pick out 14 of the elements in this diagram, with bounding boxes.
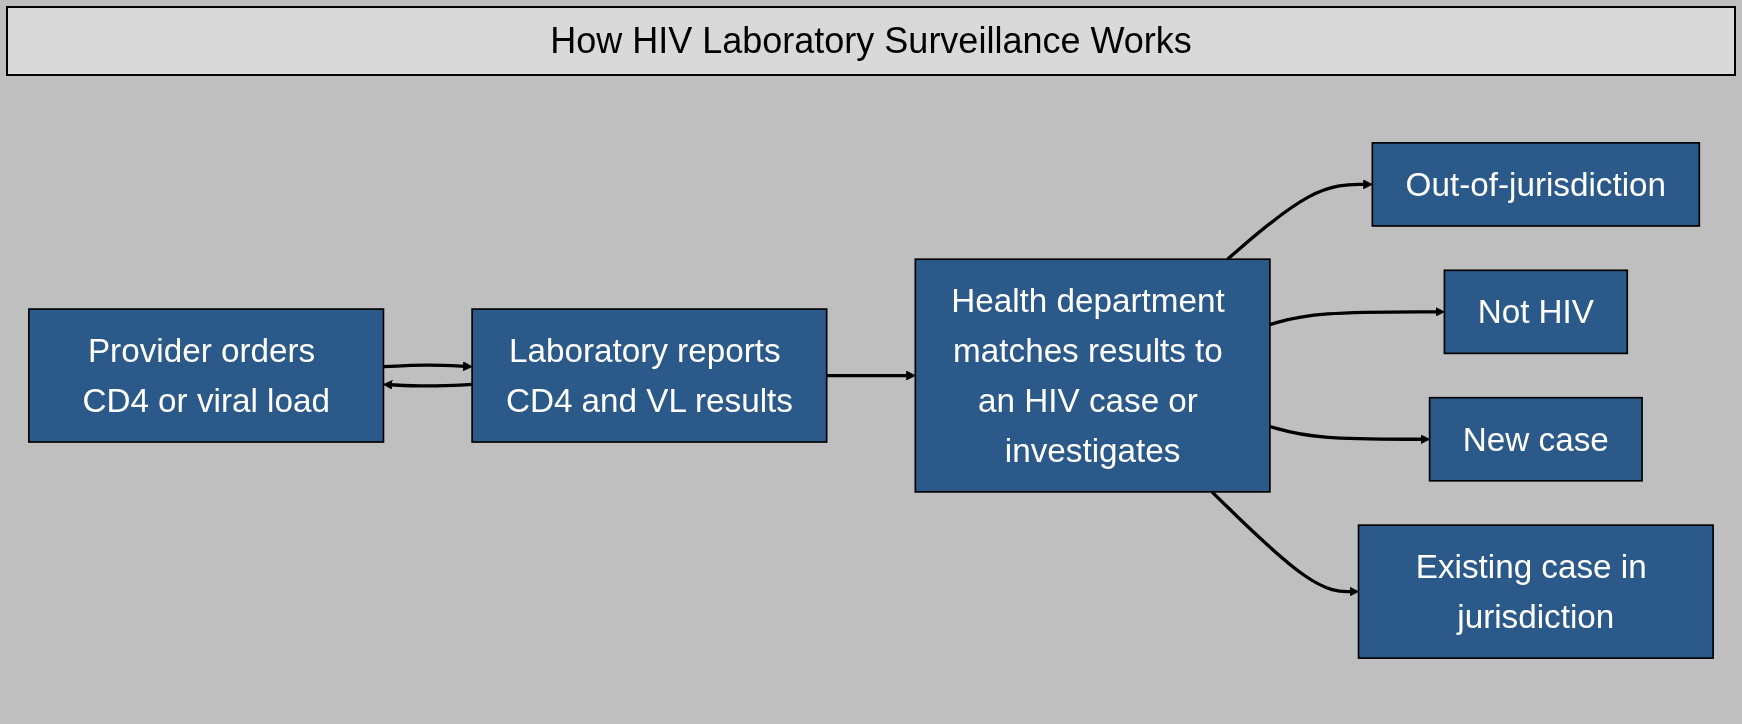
node-box: Laboratory reports CD4 and VL results: [471, 307, 828, 443]
arrow: [1269, 306, 1445, 326]
arrow: [1210, 490, 1359, 596]
node-box: Health department matches results to an HIV case or investigates: [914, 257, 1271, 493]
node-box: New case: [1428, 396, 1643, 482]
arrow: [826, 370, 916, 380]
title: How HIV Laboratory Surveillance Works: [6, 6, 1736, 76]
node-box: Provider orders CD4 or viral load: [28, 307, 385, 443]
arrow: [383, 379, 473, 390]
node-box: Existing case in jurisdiction: [1357, 523, 1714, 659]
node-box: Not HIV: [1443, 268, 1629, 354]
arrow: [383, 360, 473, 371]
arrow: [1226, 179, 1373, 260]
node-box: Out-of-jurisdiction: [1371, 141, 1701, 227]
